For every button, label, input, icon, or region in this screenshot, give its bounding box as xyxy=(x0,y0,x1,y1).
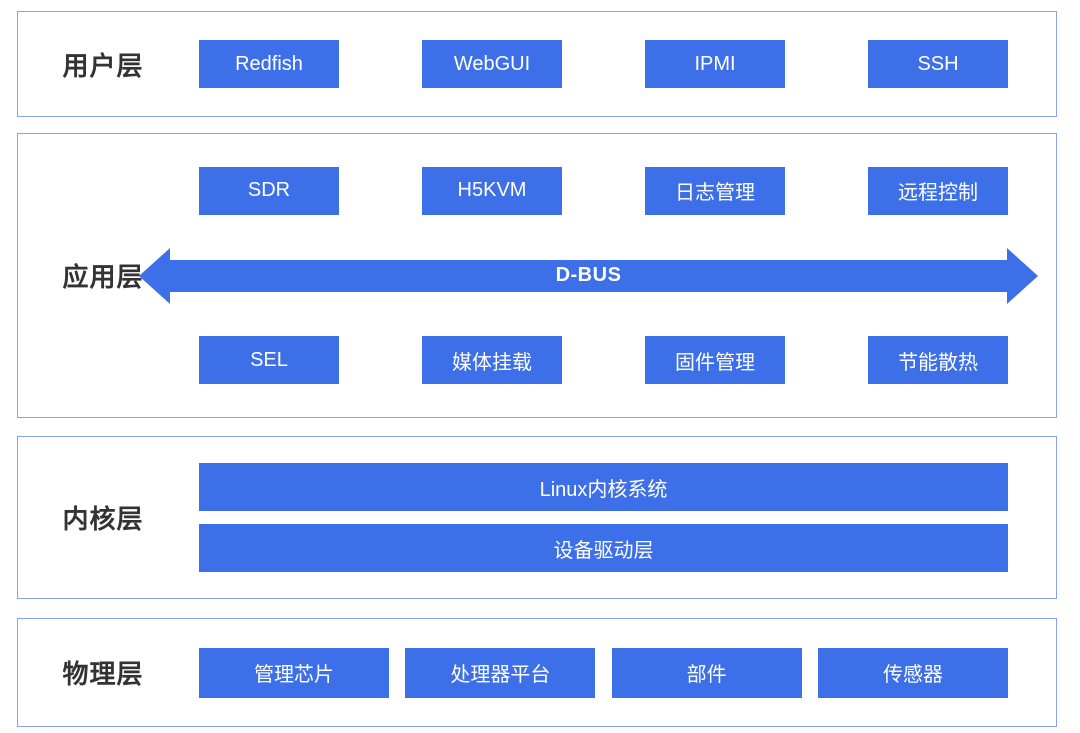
layer-kernel: 内核层 Linux内核系统 设备驱动层 xyxy=(17,436,1057,599)
node-firmware-management: 固件管理 xyxy=(645,336,785,385)
node-webgui: WebGUI xyxy=(422,40,562,88)
node-ipmi: IPMI xyxy=(645,40,785,88)
node-redfish: Redfish xyxy=(199,40,339,88)
dbus-arrow-right-head-icon xyxy=(1007,247,1038,304)
node-processor-platform: 处理器平台 xyxy=(405,647,596,698)
layer-user: 用户层 Redfish WebGUI IPMI SSH xyxy=(17,11,1057,117)
node-h5kvm: H5KVM xyxy=(422,166,562,215)
layer-physical: 物理层 管理芯片 处理器平台 部件 传感器 xyxy=(17,618,1057,727)
node-log-management: 日志管理 xyxy=(645,166,785,215)
node-sel: SEL xyxy=(199,336,339,385)
node-power-cooling: 节能散热 xyxy=(868,336,1008,385)
layer-application-bottom-boxes: SEL 媒体挂载 固件管理 节能散热 xyxy=(18,336,1056,385)
node-media-mount: 媒体挂载 xyxy=(422,336,562,385)
layer-application-label: 应用层 xyxy=(62,262,144,292)
node-remote-control: 远程控制 xyxy=(868,166,1008,215)
layer-physical-boxes: 管理芯片 处理器平台 部件 传感器 xyxy=(18,647,1056,698)
dbus-arrow-body: D-BUS xyxy=(170,259,1007,292)
dbus-arrow-left-head-icon xyxy=(139,247,170,304)
layer-user-label: 用户层 xyxy=(62,50,144,81)
layer-application-top-boxes: SDR H5KVM 日志管理 远程控制 xyxy=(18,166,1056,215)
node-sdr: SDR xyxy=(199,166,339,215)
layer-user-boxes: Redfish WebGUI IPMI SSH xyxy=(18,40,1056,88)
node-components: 部件 xyxy=(611,647,802,698)
node-ssh: SSH xyxy=(868,40,1008,88)
bar-device-driver: 设备驱动层 xyxy=(199,524,1008,572)
layer-kernel-label: 内核层 xyxy=(62,504,144,534)
layer-application: 应用层 SDR H5KVM 日志管理 远程控制 D-BUS SEL 媒体挂载 固… xyxy=(17,133,1057,418)
dbus-arrow: D-BUS xyxy=(18,247,1056,304)
layer-physical-label: 物理层 xyxy=(62,659,144,689)
bar-linux-kernel: Linux内核系统 xyxy=(199,463,1008,511)
node-sensors: 传感器 xyxy=(817,647,1008,698)
node-management-chip: 管理芯片 xyxy=(199,647,389,698)
